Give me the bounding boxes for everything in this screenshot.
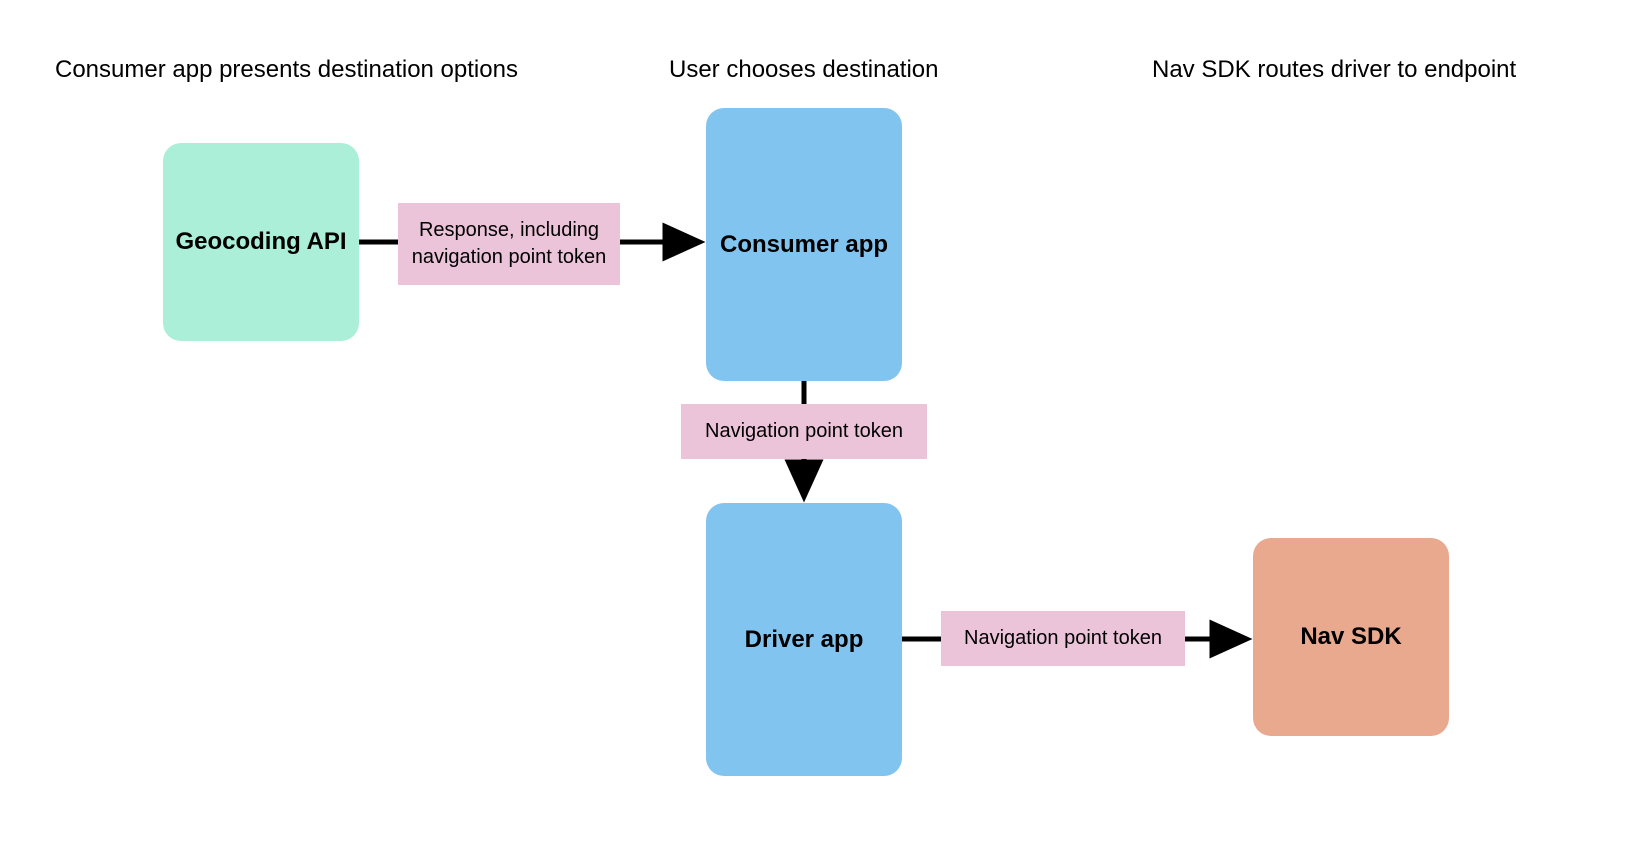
node-consumer-app[interactable]: Consumer app: [706, 108, 902, 381]
column-heading-user: User chooses destination: [669, 56, 939, 83]
column-heading-consumer: Consumer app presents destination option…: [55, 56, 518, 83]
edge-label-response-including-navigation-point-token: Response, including navigation point tok…: [398, 203, 620, 285]
column-heading-navsdk: Nav SDK routes driver to endpoint: [1152, 56, 1517, 83]
node-geocoding-api-label: Geocoding API: [175, 228, 347, 255]
edge-label-navigation-point-token-driver-to-navsdk: Navigation point token: [941, 611, 1185, 666]
node-consumer-app-label: Consumer app: [719, 230, 889, 258]
node-driver-app-label: Driver app: [744, 625, 864, 653]
edge-label-navigation-point-token-consumer-to-driver: Navigation point token: [681, 404, 927, 459]
node-nav-sdk[interactable]: Nav SDK: [1253, 538, 1449, 736]
node-driver-app[interactable]: Driver app: [706, 503, 902, 776]
node-nav-sdk-label: Nav SDK: [1300, 623, 1402, 650]
node-geocoding-api[interactable]: Geocoding API: [163, 143, 359, 341]
